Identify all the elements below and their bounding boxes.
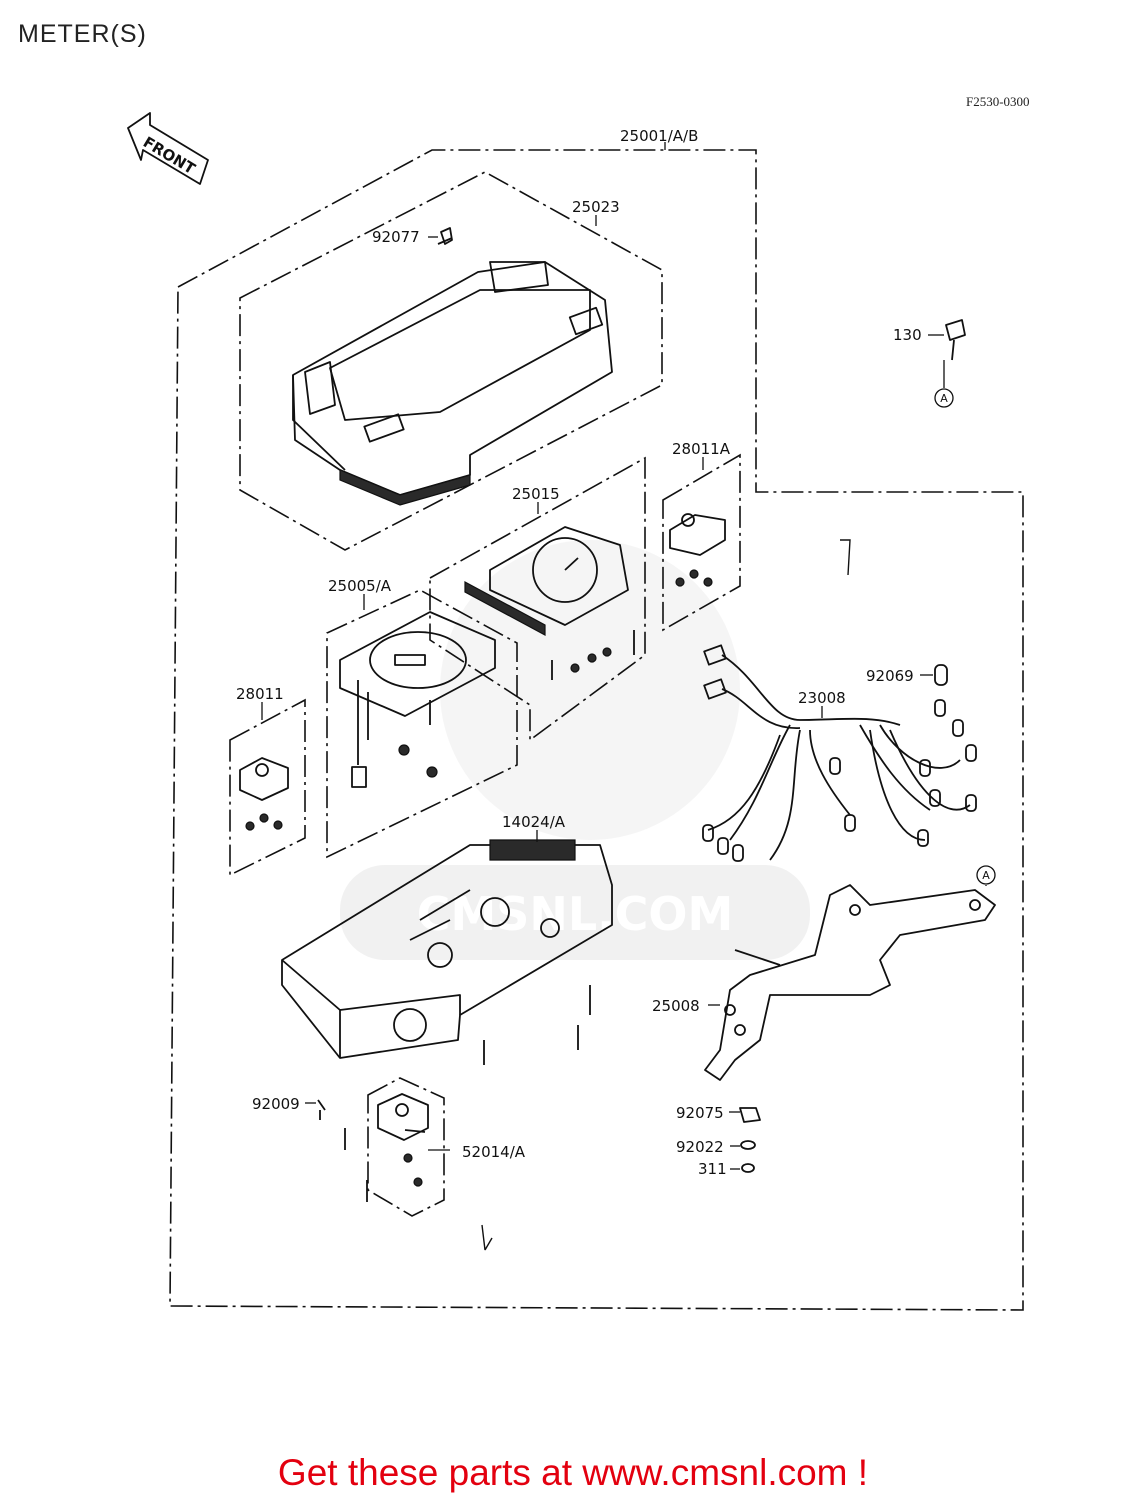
annotation-mark-1 [840,539,851,576]
label-52014a: 52014/A [462,1143,526,1161]
svg-text:A: A [940,392,948,405]
speedo-box [326,589,518,859]
watermark-text: CMSNL.COM [417,887,734,941]
label-25015: 25015 [512,485,560,503]
label-25008: 25008 [652,997,700,1015]
screw-92077 [437,227,453,245]
leader-lines [261,142,944,1170]
label-23008: 23008 [798,689,846,707]
nut-92075 [739,1107,761,1123]
label-92075: 92075 [676,1104,724,1122]
speedometer-part [339,611,496,788]
svg-text:A: A [982,869,990,882]
reference-code: F2530-0300 [966,94,1030,109]
annotation-mark-2 [481,1224,493,1251]
screw-92009 [317,1099,326,1120]
bulb-28011a-box [662,453,741,632]
label-25005a: 25005/A [328,577,392,595]
switch-box [367,1077,445,1217]
ref-marker-a-top: A [934,360,954,408]
cover-box [239,171,663,551]
washer-311 [741,1163,755,1173]
bulb-socket-28011 [239,757,289,831]
meter-cover-part [292,261,613,506]
label-92022: 92022 [676,1138,724,1156]
meter-case-part [281,839,613,1065]
switch-part [377,1093,429,1187]
label-92069: 92069 [866,667,914,685]
bolt-130 [945,319,966,361]
label-25023: 25023 [572,198,620,216]
parts-diagram: CMSNL.COM FRONT [127,112,1024,1311]
bulb-socket-28011a [669,513,726,587]
watermark: CMSNL.COM [340,540,810,960]
label-25001: 25001/A/B [620,127,698,145]
label-130: 130 [893,326,922,344]
assembly-outline [169,149,1024,1311]
wiring-harness-part [702,644,977,862]
bulb-92069 [934,664,948,686]
label-28011: 28011 [236,685,284,703]
tach-box [429,456,646,742]
front-arrow: FRONT [127,112,209,185]
label-14024a: 14024/A [502,813,566,831]
bulb-28011-box [229,698,306,877]
label-28011a: 28011A [672,440,731,458]
tachometer-part [464,526,635,680]
front-arrow-label: FRONT [140,133,199,178]
label-311: 311 [698,1160,727,1178]
washer-92022 [740,1140,756,1150]
page-title: METER(S) [18,20,147,48]
promo-link[interactable]: Get these parts at www.cmsnl.com ! [277,1452,869,1493]
bracket-part [704,884,996,1081]
ref-marker-a-bottom: A [976,865,996,886]
label-92077: 92077 [372,228,420,246]
label-92009: 92009 [252,1095,300,1113]
